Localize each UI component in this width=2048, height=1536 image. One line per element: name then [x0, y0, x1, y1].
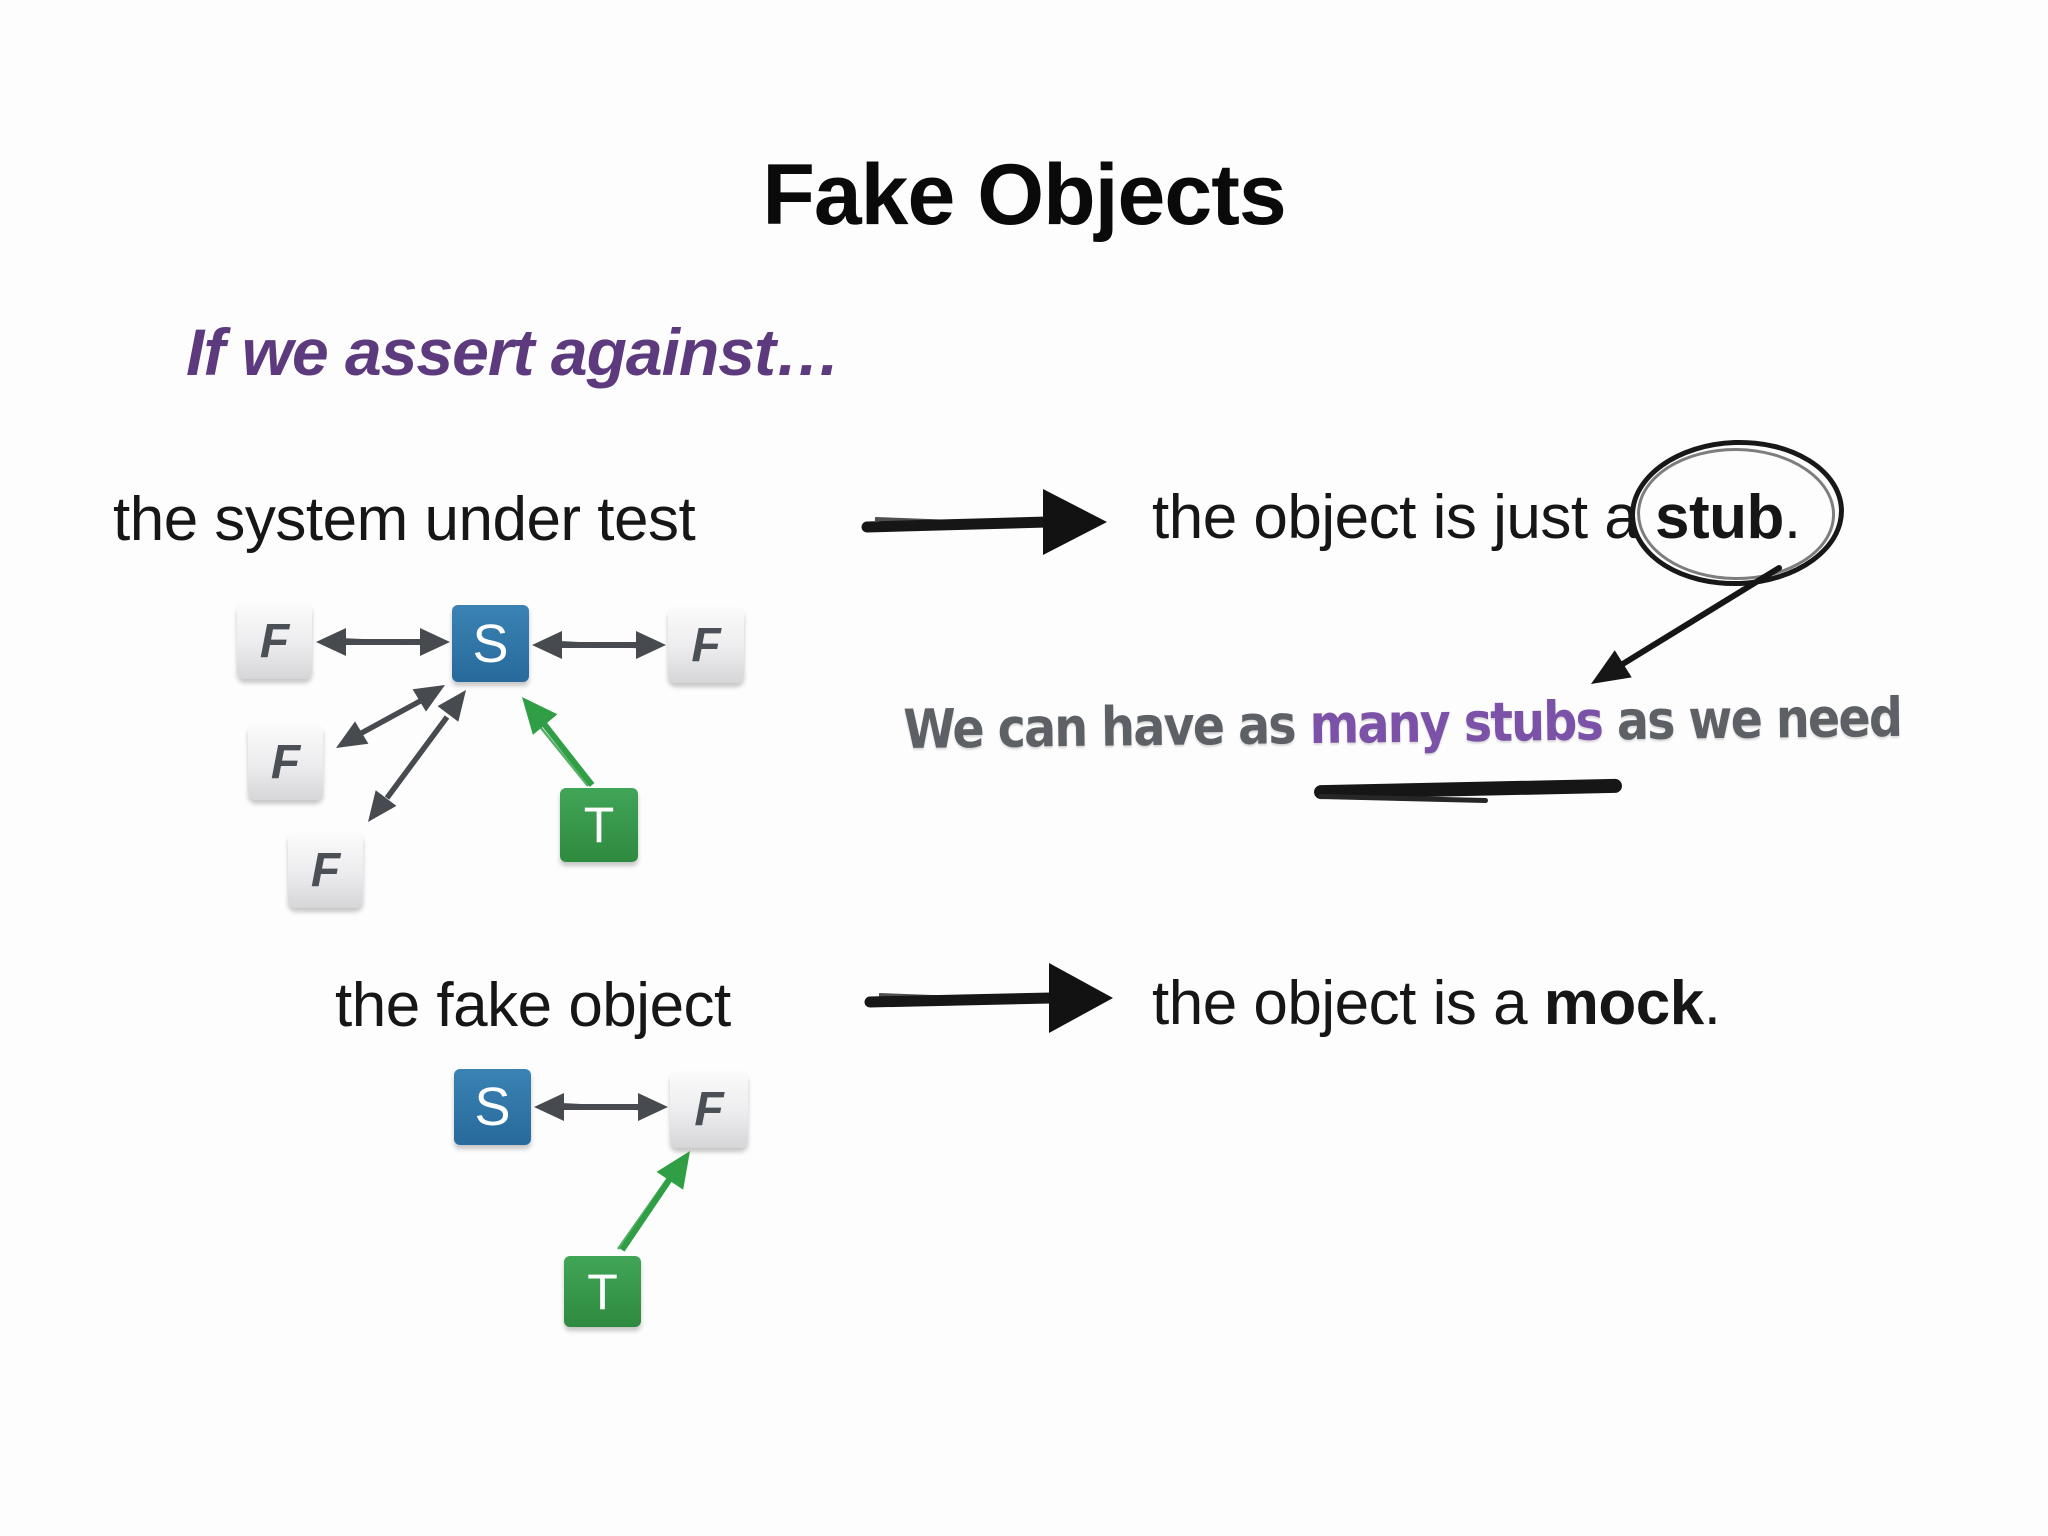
keyword-stub: stub: [1655, 483, 1784, 552]
page-title: Fake Objects: [762, 147, 1286, 243]
diagram1-node-fake-bottom: F: [288, 832, 363, 908]
diagram2-node-system: S: [454, 1069, 531, 1145]
keyword-mock: mock: [1543, 969, 1704, 1038]
note-suffix: as we need: [1601, 685, 1902, 753]
row2-left-label: the fake object: [335, 971, 731, 1040]
circled-keyword: stub.: [1627, 436, 1847, 590]
subtitle-if-we-assert: If we assert against…: [186, 315, 841, 389]
row2-right-prefix: the object is a: [1152, 969, 1544, 1038]
diagram1-node-test: T: [560, 788, 638, 862]
note-highlight: many stubs: [1309, 689, 1603, 757]
diagram1-arrows-icon: [316, 628, 666, 822]
row2-hand-arrow-icon: [864, 963, 1113, 1033]
row1-right-prefix: the object is just a: [1152, 483, 1655, 552]
diagram2-node-fake: F: [670, 1071, 748, 1148]
note-prefix: We can have as: [903, 693, 1310, 761]
row2-right-label: the object is a mock.: [1152, 968, 1721, 1039]
row1-period: .: [1783, 483, 1801, 552]
row1-left-label: the system under test: [113, 485, 696, 554]
diagram2-node-test: T: [564, 1256, 641, 1327]
diagram1-node-fake-right: F: [668, 607, 744, 683]
note-many-stubs: We can have as many stubs as we need: [903, 686, 1901, 761]
row1-hand-arrow-icon: [861, 489, 1107, 555]
diagram2-arrows-icon: [534, 1093, 690, 1252]
diagram1-node-fake-left: F: [237, 603, 312, 679]
stub-callout-arrow-icon: [1591, 565, 1782, 684]
row1-right-label: the object is just a stub.: [1152, 436, 1847, 590]
diagram1-node-fake-mid: F: [248, 724, 323, 800]
row2-period: .: [1703, 969, 1721, 1038]
diagram1-node-system-under-test: S: [452, 605, 529, 682]
